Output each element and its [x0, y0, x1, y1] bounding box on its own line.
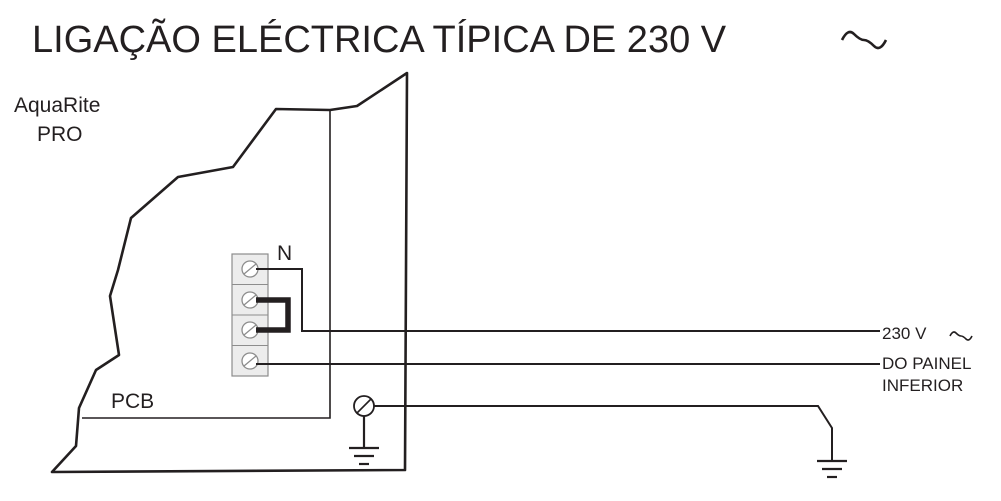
supply-ac-wave-icon — [949, 331, 973, 341]
supply-label: 230 V — [882, 324, 927, 343]
pcb-outline — [82, 110, 331, 419]
terminal-screw-1 — [241, 260, 259, 278]
from-panel-label-line2: INFERIOR — [882, 376, 963, 395]
enclosure-outline — [50, 71, 409, 474]
earth-screw — [353, 395, 375, 417]
page-title: LIGAÇÃO ELÉCTRICA TÍPICA DE 230 V — [32, 18, 727, 61]
device-name-line1: AquaRite — [14, 94, 100, 117]
jumper-wire — [256, 297, 291, 333]
neutral-label: N — [277, 242, 292, 265]
from-panel-label-line1: DO PAINEL — [882, 354, 971, 373]
terminal-block — [231, 253, 269, 377]
title-ac-wave-icon — [840, 30, 888, 50]
wire-230v — [256, 268, 880, 332]
terminal-screw-3 — [241, 321, 259, 339]
pcb-label: PCB — [111, 390, 154, 413]
device-name-line2: PRO — [37, 123, 83, 146]
terminal-screw-4 — [241, 352, 259, 370]
external-ground-icon — [817, 459, 847, 479]
earth-wire — [374, 405, 833, 461]
chassis-ground-icon — [349, 416, 379, 466]
terminal-screw-2 — [241, 291, 259, 309]
